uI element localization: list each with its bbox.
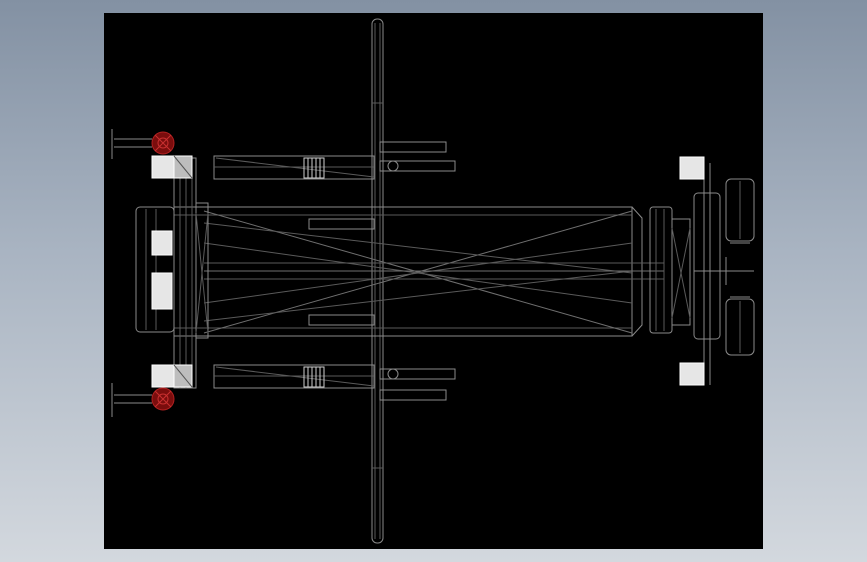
red-handwheel-icon[interactable] <box>151 131 175 155</box>
vertical-shaft <box>371 18 384 544</box>
right-drive-assembly <box>649 163 755 385</box>
wireframe-drawing <box>111 18 755 544</box>
lower-guide-arm <box>213 364 456 401</box>
red-handwheel-icon[interactable] <box>151 387 175 411</box>
left-knob-shafts <box>111 129 152 417</box>
main-drum <box>173 206 664 337</box>
left-end-frame <box>135 157 209 389</box>
upper-guide-arm <box>213 141 456 180</box>
model-canvas[interactable] <box>104 13 763 549</box>
